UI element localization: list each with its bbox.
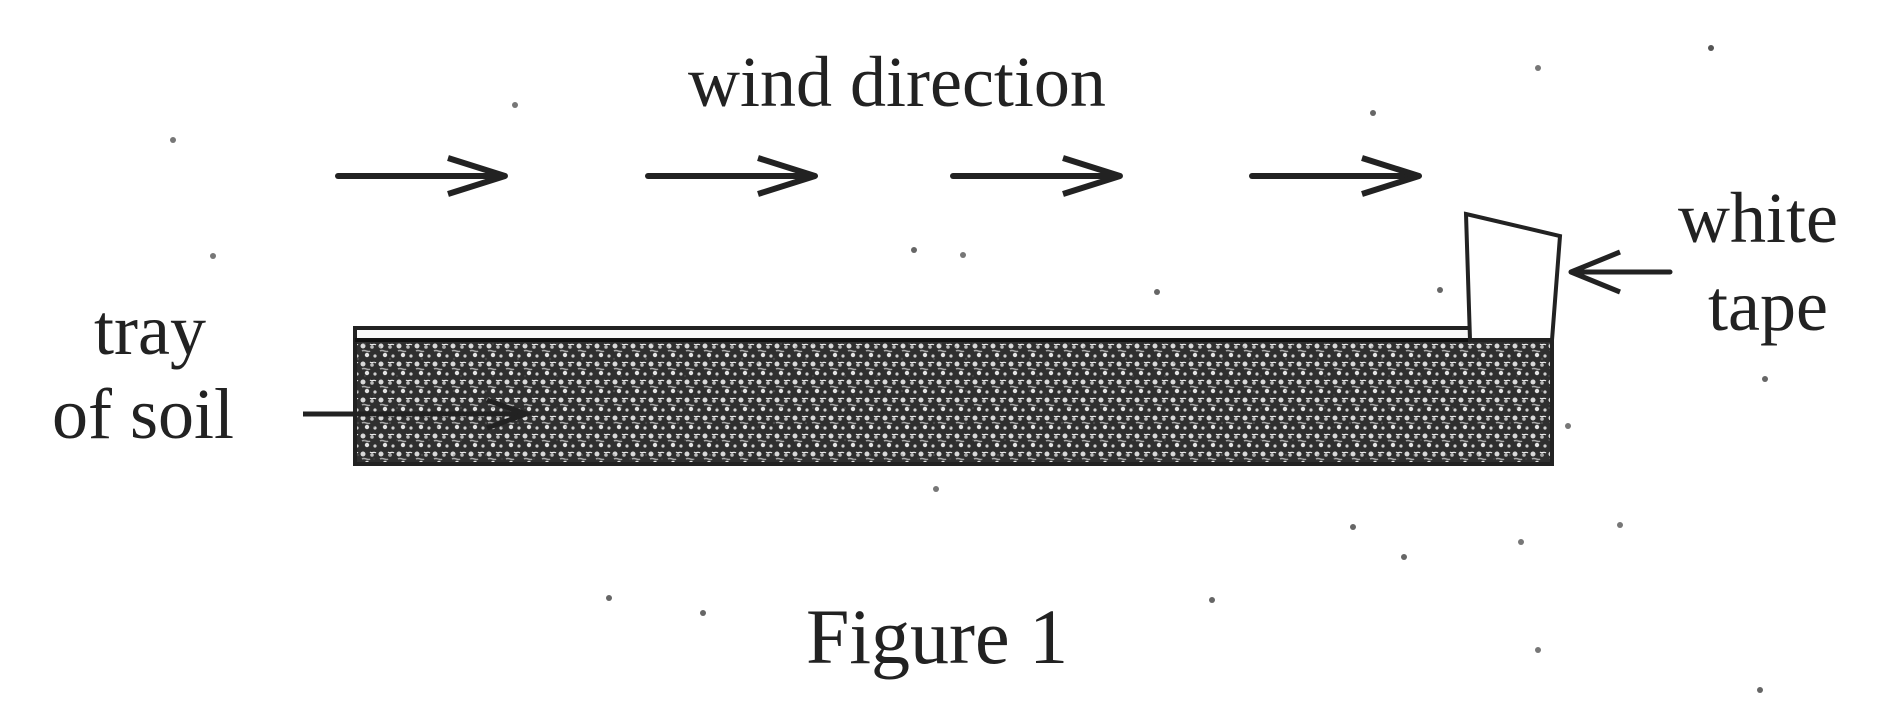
background-speckles [170, 45, 1768, 693]
soil-tray [353, 326, 1554, 466]
tray-pointer [303, 397, 534, 431]
right-arrow-icon [950, 155, 1123, 197]
wind-arrows [335, 155, 1422, 197]
right-arrow-icon [645, 155, 818, 197]
right-arrow-icon [1249, 155, 1422, 197]
tray-label-line-2: of soil [52, 374, 235, 454]
white-tape-label-line-1: white [1678, 178, 1838, 258]
white-tape [1463, 211, 1563, 342]
figure-caption: Figure 1 [806, 593, 1069, 680]
white-tape-label-line-2: tape [1708, 266, 1828, 346]
wind-direction-label: wind direction [688, 42, 1106, 122]
left-arrow-icon [1568, 249, 1673, 295]
right-arrow-icon [335, 155, 508, 197]
tray-label-line-1: tray [94, 290, 206, 370]
